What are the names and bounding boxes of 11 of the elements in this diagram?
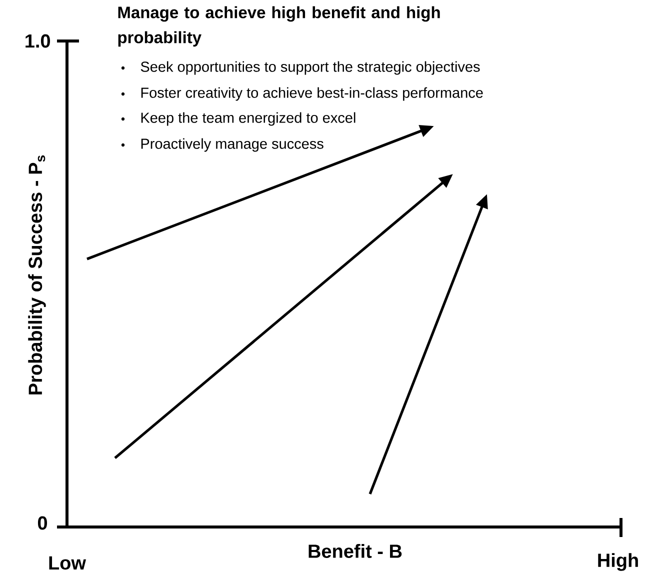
bullet-text: Foster creativity to achieve best-in-class performance <box>141 87 483 101</box>
axis-label: Low <box>49 556 86 570</box>
heading: Manage to achieve high benefit and high probability <box>118 6 440 47</box>
axis-title: Benefit - B <box>308 544 402 558</box>
axis-label: High <box>598 553 638 571</box>
bullet-text: Keep the team energized to excel <box>141 112 356 126</box>
tick-label: 0 <box>38 516 48 530</box>
axis-title: Probability of Success - P$_{s}$ <box>28 155 46 394</box>
bullet-text: Proactively manage success <box>141 138 324 152</box>
tick-label: 1.0 <box>26 34 50 48</box>
bullet-text: Seek opportunities to support the strategic objectives <box>140 61 480 75</box>
